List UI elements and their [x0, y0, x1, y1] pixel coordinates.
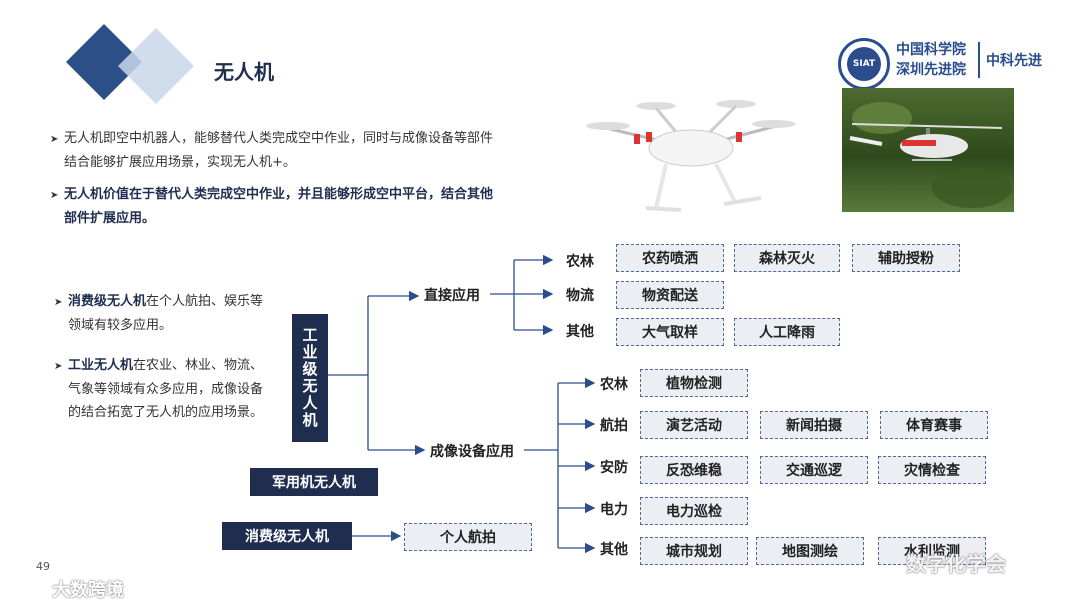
item-air-sampling: 大气取样	[616, 318, 724, 346]
page-number: 49	[36, 560, 50, 573]
imaging-photo-label: 航拍	[600, 415, 628, 435]
item-sports: 体育赛事	[880, 411, 988, 439]
item-plant-detection: 植物检测	[640, 369, 748, 397]
personal-aerial-box: 个人航拍	[404, 523, 532, 551]
watermark-bottom-right: 数字化学会	[906, 548, 1006, 577]
imaging-application-label: 成像设备应用	[430, 441, 514, 461]
item-power-patrol: 电力巡检	[640, 497, 748, 525]
imaging-other-label: 其他	[600, 539, 628, 559]
item-counter-terrorism: 反恐维稳	[640, 456, 748, 484]
imaging-security-label: 安防	[600, 457, 628, 477]
watermark-bottom-left: 大数跨境	[52, 576, 124, 602]
item-material-delivery: 物资配送	[616, 281, 724, 309]
imaging-agri-label: 农林	[600, 374, 628, 394]
item-artificial-rain: 人工降雨	[734, 318, 840, 346]
imaging-power-label: 电力	[600, 499, 628, 519]
military-drone-box: 军用机无人机	[250, 468, 378, 496]
direct-agri-label: 农林	[566, 251, 594, 271]
item-forest-firefighting: 森林灭火	[734, 244, 840, 272]
item-performance: 演艺活动	[640, 411, 748, 439]
consumer-drone-box: 消费级无人机	[222, 522, 352, 550]
item-news-filming: 新闻拍摄	[760, 411, 868, 439]
direct-logistics-label: 物流	[566, 285, 594, 305]
item-city-planning: 城市规划	[640, 537, 748, 565]
direct-application-label: 直接应用	[424, 285, 480, 305]
direct-other-label: 其他	[566, 321, 594, 341]
item-map-surveying: 地图测绘	[756, 537, 864, 565]
item-pesticide-spraying: 农药喷洒	[616, 244, 724, 272]
item-traffic-patrol: 交通巡逻	[760, 456, 868, 484]
item-pollination: 辅助授粉	[852, 244, 960, 272]
item-disaster-inspection: 灾情检查	[878, 456, 986, 484]
industrial-drone-box: 工业级无人机	[292, 314, 328, 442]
